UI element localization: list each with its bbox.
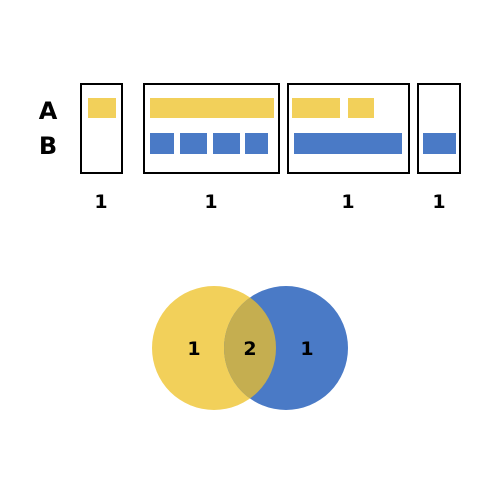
- venn-right-only-count: 1: [300, 338, 313, 360]
- box-count-3: 1: [341, 191, 354, 213]
- segment-box-2: [143, 83, 280, 174]
- segment-box-outline: [287, 83, 410, 174]
- venn-overlap-region: [224, 286, 276, 410]
- venn-left-only-count: 1: [187, 338, 200, 360]
- track-a-bar: [150, 98, 274, 118]
- track-label-a: A: [39, 97, 58, 125]
- track-b-bar: [150, 133, 174, 154]
- segment-box-1: [80, 83, 123, 174]
- track-b-bar: [294, 133, 402, 154]
- segment-box-outline: [143, 83, 280, 174]
- track-b-bar: [245, 133, 268, 154]
- box-count-4: 1: [432, 191, 445, 213]
- venn-diagram: 1 2 1: [152, 286, 348, 410]
- track-b-bar: [213, 133, 240, 154]
- segment-box-3: [287, 83, 410, 174]
- track-a-bar: [292, 98, 340, 118]
- segment-box-outline: [80, 83, 123, 174]
- box-count-1: 1: [94, 191, 107, 213]
- track-a-bar: [88, 98, 116, 118]
- track-b-bar: [423, 133, 456, 154]
- track-b-bar: [180, 133, 207, 154]
- venn-overlap-count: 2: [243, 338, 256, 360]
- box-count-2: 1: [204, 191, 217, 213]
- track-a-bar: [348, 98, 374, 118]
- segment-box-4: [417, 83, 461, 174]
- track-label-b: B: [39, 132, 57, 160]
- segment-box-outline: [417, 83, 461, 174]
